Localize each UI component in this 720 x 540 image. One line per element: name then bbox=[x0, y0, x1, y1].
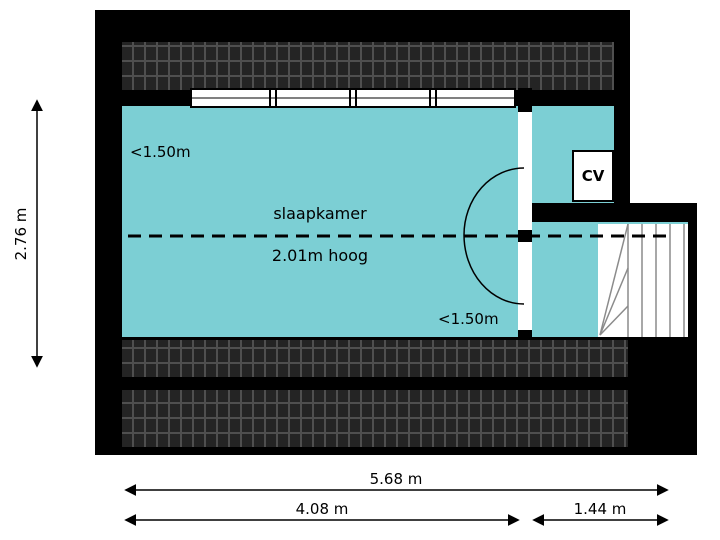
dimension-label-height: 2.76 m bbox=[12, 207, 30, 261]
roof-hatch-bottom-lower bbox=[122, 390, 628, 447]
wall-below-cv bbox=[532, 203, 697, 222]
dimension-label-total-width: 5.68 m bbox=[369, 470, 423, 488]
bedroom-height-label: 2.01m hoog bbox=[271, 246, 369, 265]
dimension-lines bbox=[31, 99, 669, 526]
clearance-label-bottom: <1.50m bbox=[438, 310, 499, 328]
door-opening-bottom bbox=[518, 242, 532, 330]
clearance-label-top: <1.50m bbox=[130, 143, 191, 161]
roof-hatch-bottom-upper bbox=[122, 340, 628, 377]
door-swing-bottom bbox=[463, 234, 525, 305]
door-opening-top bbox=[518, 112, 532, 230]
dimension-label-left-width: 4.08 m bbox=[295, 500, 349, 518]
stairs bbox=[598, 224, 688, 337]
window bbox=[190, 88, 516, 108]
roof-hatch-top bbox=[122, 42, 614, 90]
bedroom-room bbox=[122, 106, 518, 337]
cv-label: CV bbox=[581, 167, 605, 185]
dimension-label-right-width: 1.44 m bbox=[573, 500, 627, 518]
door-swing-top bbox=[463, 167, 525, 236]
bedroom-label: slaapkamer bbox=[273, 204, 367, 223]
cv-unit-box: CV bbox=[572, 150, 614, 202]
